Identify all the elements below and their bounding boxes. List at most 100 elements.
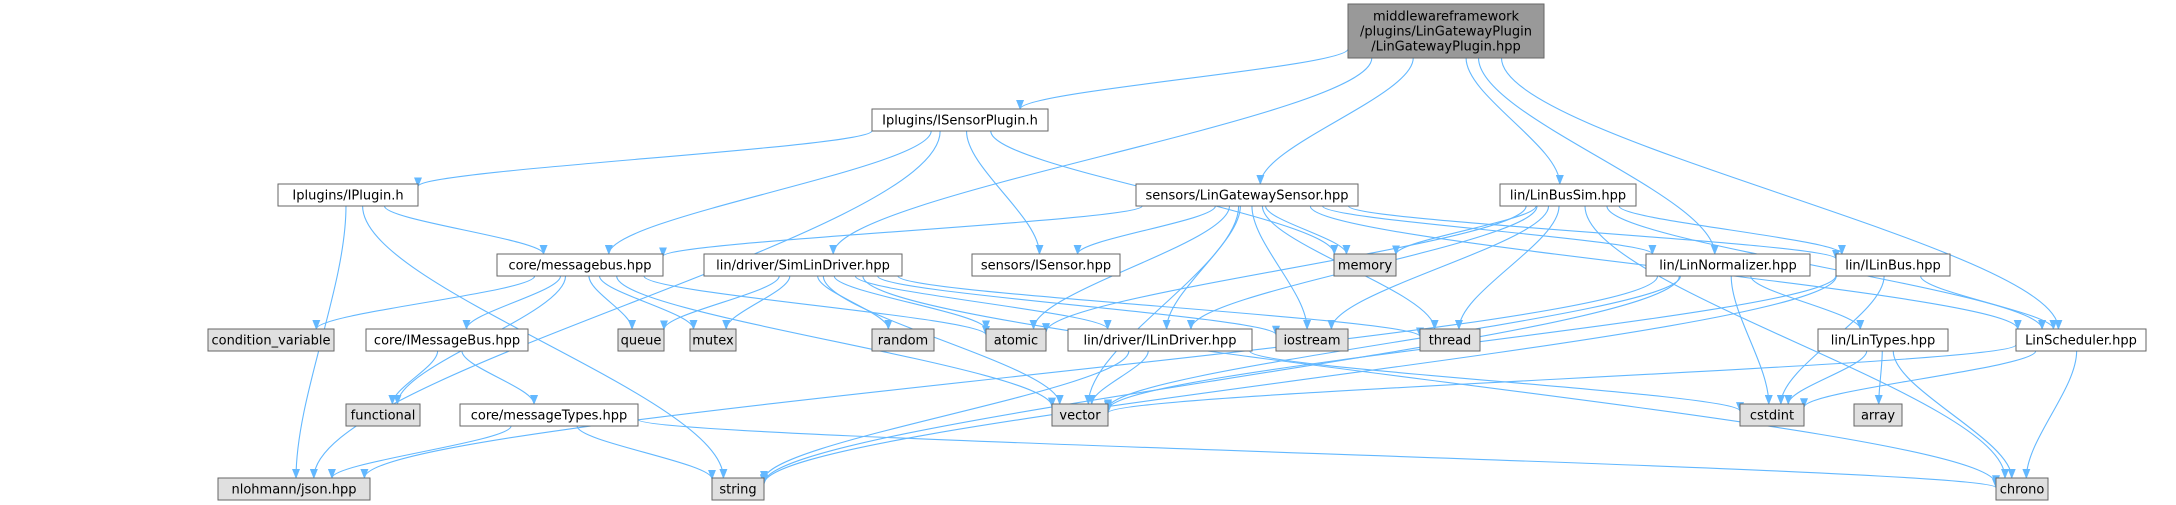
node-label: cstdint — [1750, 409, 1794, 424]
edge-lintypes-to-chrono — [1892, 350, 2016, 479]
node-box — [971, 253, 1121, 277]
node-label: sensors/ISensor.hpp — [981, 259, 1111, 274]
node-isensorplugin[interactable]: Iplugins/ISensorPlugin.h — [871, 108, 1049, 132]
node-string: string — [711, 477, 765, 501]
node-box — [1817, 328, 1949, 352]
node-box — [345, 403, 421, 427]
node-json: nlohmann/json.hpp — [217, 477, 371, 501]
edge-ilindriver-to-vector — [1087, 350, 1149, 405]
node-label: random — [878, 334, 928, 349]
node-box — [1051, 403, 1109, 427]
node-box — [711, 477, 765, 501]
edge-isensorplugin-to-isensor — [965, 130, 1044, 255]
node-box — [496, 253, 664, 277]
node-label: memory — [1338, 259, 1393, 274]
edge-ilinbus-to-string — [760, 275, 1837, 485]
node-box — [871, 108, 1049, 132]
node-atomic: atomic — [985, 328, 1047, 352]
node-label: mutex — [692, 334, 734, 349]
edge-messagebus-to-vector — [616, 275, 1056, 408]
edge-lingatewaysensor-to-atomic — [1029, 205, 1231, 330]
node-label: nlohmann/json.hpp — [232, 483, 357, 498]
node-label: lin/LinTypes.hpp — [1831, 334, 1935, 349]
node-label: iostream — [1283, 334, 1340, 349]
node-label: lin/LinBusSim.hpp — [1510, 189, 1626, 204]
edge-lingatewaysensor-to-linnormalizer — [1322, 205, 1657, 255]
edge-simlindriver-to-iostream — [877, 275, 1280, 336]
edge-linnormalizer-to-vector — [1104, 275, 1682, 410]
node-lingatewaysensor[interactable]: sensors/LinGatewaySensor.hpp — [1135, 183, 1359, 207]
node-messagebus[interactable]: core/messagebus.hpp — [496, 253, 664, 277]
node-isensor[interactable]: sensors/ISensor.hpp — [971, 253, 1121, 277]
node-label: string — [719, 483, 756, 498]
node-label: thread — [1429, 334, 1472, 349]
edge-messagetypes-to-chrono — [637, 418, 2000, 489]
edge-lintypes-to-cstdint — [1784, 350, 1868, 405]
node-label: core/messageTypes.hpp — [471, 409, 627, 424]
edge-linbussim-to-thread — [1454, 205, 1560, 330]
node-label: array — [1861, 409, 1895, 424]
node-iostream: iostream — [1275, 328, 1349, 352]
edge-linbussim-to-iostream — [1327, 205, 1550, 330]
edge-linnormalizer-to-cstdint — [1730, 275, 1773, 405]
node-box — [1739, 403, 1805, 427]
node-box — [703, 253, 903, 277]
edge-linnormalizer-to-string — [760, 275, 1680, 485]
node-label: vector — [1059, 409, 1101, 424]
node-iplugin[interactable]: Iplugins/IPlugin.h — [277, 183, 419, 207]
node-box — [1135, 183, 1359, 207]
node-box — [1835, 253, 1951, 277]
node-label: condition_variable — [211, 334, 330, 349]
node-simlindriver[interactable]: lin/driver/SimLinDriver.hpp — [703, 253, 903, 277]
node-random: random — [871, 328, 935, 352]
node-ilindriver[interactable]: lin/driver/ILinDriver.hpp — [1067, 328, 1253, 352]
node-root[interactable]: middlewareframework/plugins/LinGatewayPl… — [1347, 3, 1545, 59]
edge-iplugin-to-messagebus — [383, 205, 548, 255]
node-imessagebus[interactable]: core/IMessageBus.hpp — [365, 328, 529, 352]
node-messagetypes[interactable]: core/messageTypes.hpp — [459, 403, 639, 427]
edge-ilinbus-to-linscheduler — [1920, 275, 2058, 330]
edge-linnormalizer-to-lintypes — [1750, 275, 1865, 330]
edge-simlindriver-to-mutex — [722, 275, 791, 330]
node-box — [1333, 253, 1397, 277]
node-lintypes[interactable]: lin/LinTypes.hpp — [1817, 328, 1949, 352]
edge-root-to-linbussim — [1465, 57, 1564, 185]
edge-ilindriver-to-cstdint — [1249, 350, 1744, 413]
node-box — [1853, 403, 1903, 427]
edge-root-to-simlindriver — [829, 57, 1373, 255]
node-box — [689, 328, 737, 352]
node-box — [2015, 328, 2147, 352]
node-ilinbus[interactable]: lin/ILinBus.hpp — [1835, 253, 1951, 277]
edge-messagetypes-to-json — [328, 425, 512, 479]
edge-root-to-lingatewaysensor — [1256, 57, 1414, 185]
edge-linbussim-to-atomic — [1042, 205, 1527, 334]
edge-isensorplugin-to-iplugin — [414, 130, 873, 188]
node-box — [985, 328, 1047, 352]
node-box — [217, 477, 371, 501]
node-linscheduler[interactable]: LinScheduler.hpp — [2015, 328, 2147, 352]
node-box — [207, 328, 335, 352]
edge-lingatewaysensor-to-iostream — [1251, 205, 1312, 330]
edge-isensorplugin-to-messagebus — [604, 130, 932, 255]
node-box — [1347, 3, 1545, 59]
node-label: queue — [621, 334, 662, 349]
node-vector: vector — [1051, 403, 1109, 427]
edge-lingatewaysensor-to-ilindriver — [1162, 205, 1241, 330]
edge-iplugin-to-string — [362, 205, 728, 479]
node-box — [617, 328, 665, 352]
node-label: core/IMessageBus.hpp — [374, 334, 520, 349]
node-label: lin/driver/ILinDriver.hpp — [1083, 334, 1236, 349]
node-box — [1275, 328, 1349, 352]
edge-ilindriver-to-string — [760, 350, 1130, 481]
edge-linbussim-to-linscheduler — [1606, 205, 2046, 330]
node-label: /plugins/LinGatewayPlugin — [1360, 25, 1532, 40]
edge-lintypes-to-array — [1874, 350, 1883, 405]
node-linnormalizer[interactable]: lin/LinNormalizer.hpp — [1645, 253, 1811, 277]
edge-messagebus-to-queue — [588, 275, 637, 330]
node-label: lin/driver/SimLinDriver.hpp — [716, 259, 890, 274]
edge-messagebus-to-imessagebus — [462, 275, 562, 330]
edge-imessagebus-to-functional — [388, 350, 439, 405]
node-linbussim[interactable]: lin/LinBusSim.hpp — [1499, 183, 1637, 207]
edge-linscheduler-to-vector — [1104, 344, 2017, 414]
edge-simlindriver-to-random — [817, 275, 893, 330]
